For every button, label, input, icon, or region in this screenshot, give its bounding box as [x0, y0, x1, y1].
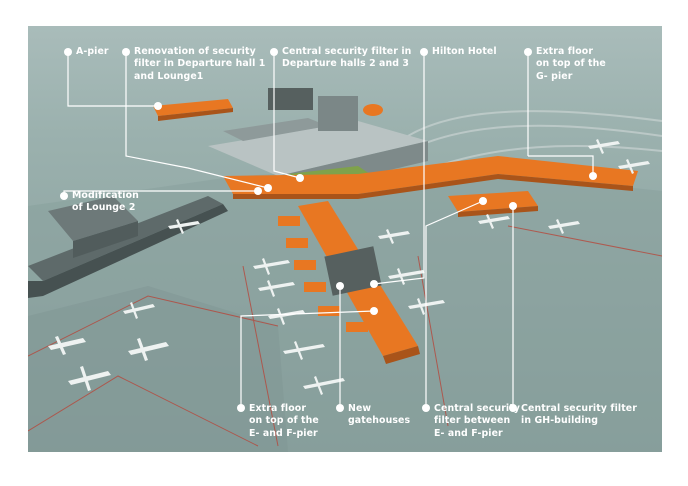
- central-security-dh23-dot: [270, 48, 278, 56]
- hilton-hotel-dot: [420, 48, 428, 56]
- hilton-hotel-target-dot: [370, 280, 378, 288]
- callout-a-pier: A-pier: [76, 46, 109, 57]
- airport-illustration: A-pier Renovation of security filter in …: [27, 26, 663, 452]
- renovation-security-dot: [122, 48, 130, 56]
- central-security-gh-dot: [509, 404, 517, 412]
- new-gatehouses-dot: [336, 404, 344, 412]
- new-gatehouses-target-dot: [336, 282, 344, 290]
- renovation-security-target-dot: [264, 184, 272, 192]
- central-security-ef-target-dot: [479, 197, 487, 205]
- callout-central-security-ef: Central security filter between E- and F…: [434, 403, 521, 439]
- callout-central-security-gh: Central security filter in GH-building: [521, 403, 637, 427]
- central-security-ef-dot: [422, 404, 430, 412]
- callout-central-security-dh23: Central security filter in Departure hal…: [282, 46, 412, 70]
- callout-renovation-security: Renovation of security filter in Departu…: [134, 46, 266, 82]
- central-security-dh23-target-dot: [296, 174, 304, 182]
- callout-extra-floor-g: Extra floor on top of the G- pier: [536, 46, 606, 82]
- modification-lounge2-target-dot: [254, 187, 262, 195]
- a-pier-target-dot: [154, 102, 162, 110]
- extra-floor-ef-dot: [237, 404, 245, 412]
- callout-modification-lounge2: Modification of Lounge 2: [72, 190, 139, 214]
- extra-floor-g-target-dot: [589, 172, 597, 180]
- modification-lounge2-dot: [60, 192, 68, 200]
- a-pier-dot: [64, 48, 72, 56]
- callout-hilton-hotel: Hilton Hotel: [432, 46, 497, 57]
- callout-extra-floor-ef: Extra floor on top of the E- and F-pier: [249, 403, 319, 439]
- callout-new-gatehouses: New gatehouses: [348, 403, 411, 427]
- extra-floor-g-dot: [524, 48, 532, 56]
- central-security-gh-target-dot: [509, 202, 517, 210]
- terminal-render: [27, 26, 663, 452]
- extra-floor-ef-target-dot: [370, 307, 378, 315]
